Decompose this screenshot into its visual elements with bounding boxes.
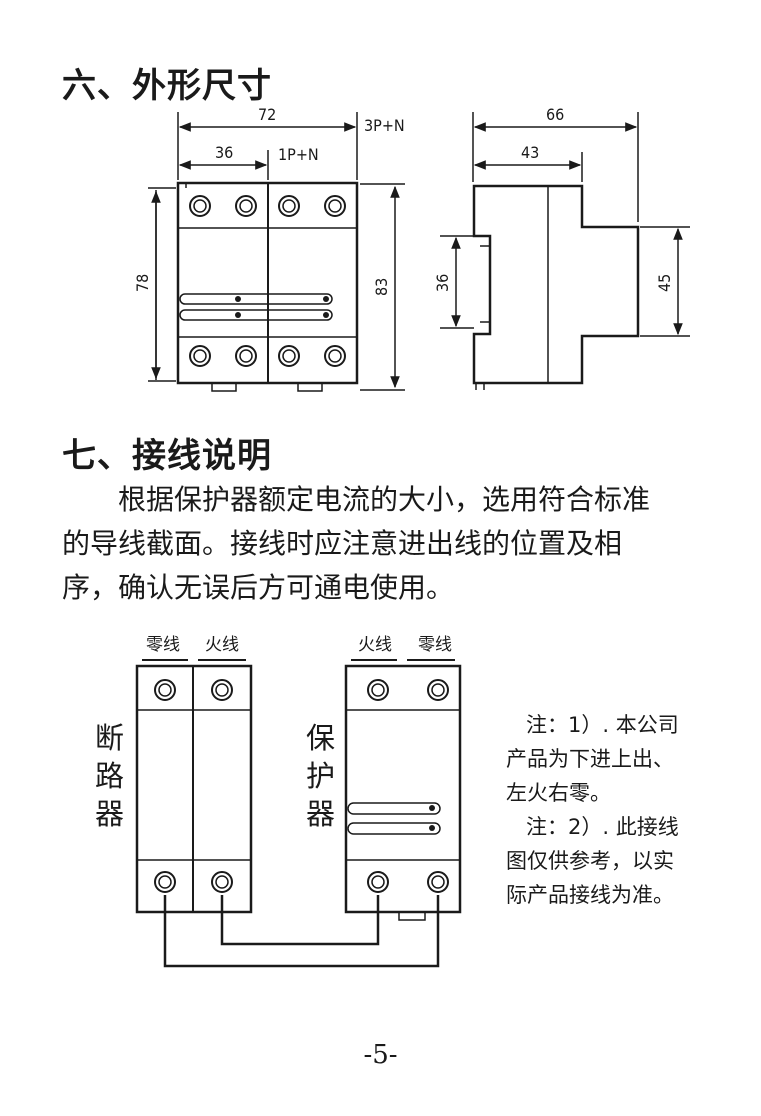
- dim-66: 66: [546, 105, 564, 124]
- label-1p-n: 1P+N: [278, 145, 319, 164]
- breaker-live-label: 火线: [205, 635, 239, 655]
- dim-83: 83: [372, 278, 391, 296]
- note-line-6: 际产品接线为准。: [506, 883, 674, 907]
- dim-72: 72: [258, 105, 276, 124]
- breaker-name-3: 器: [95, 797, 124, 831]
- section-6-heading: 六、外形尺寸: [62, 66, 272, 106]
- para-line-3: 序，确认无误后方可通电使用。: [62, 571, 455, 604]
- label-3p-n: 3P+N: [364, 116, 405, 135]
- wiring-instructions: 根据保护器额定电流的大小，选用符合标准 的导线截面。接线时应注意进出线的位置及相…: [62, 478, 702, 610]
- side-view-drawing: [440, 112, 690, 390]
- note-line-2: 产品为下进上出、: [506, 747, 674, 771]
- protector-live-label: 火线: [358, 635, 392, 655]
- protector-name-1: 保: [306, 721, 335, 755]
- note-line-3: 左火右零。: [506, 781, 611, 805]
- breaker-neutral-label: 零线: [146, 635, 180, 655]
- note-line-5: 图仅供参考，以实: [506, 849, 674, 873]
- dim-43: 43: [521, 143, 539, 162]
- front-view-drawing: [148, 112, 405, 392]
- note-line-1: 注：1）. 本公司: [526, 713, 679, 737]
- breaker-name-2: 路: [95, 759, 124, 793]
- dim-36-side: 36: [433, 274, 452, 292]
- dim-45: 45: [655, 274, 674, 292]
- page-number: -5-: [363, 1040, 398, 1070]
- dim-78: 78: [133, 274, 152, 292]
- section-7-heading: 七、接线说明: [62, 436, 272, 476]
- wiring-notes: 注：1）. 本公司 产品为下进上出、 左火右零。 注：2）. 此接线 图仅供参考…: [506, 708, 716, 912]
- wiring-diagram: [135, 659, 462, 968]
- protector-name-3: 器: [306, 797, 335, 831]
- dim-36-top: 36: [215, 143, 233, 162]
- wiring-terminals: [154, 679, 449, 893]
- protector-name-2: 护: [306, 759, 335, 793]
- para-line-1: 根据保护器额定电流的大小，选用符合标准: [118, 483, 651, 516]
- protector-neutral-label: 零线: [418, 635, 452, 655]
- note-line-4: 注：2）. 此接线: [526, 815, 679, 839]
- para-line-2: 的导线截面。接线时应注意进出线的位置及相: [62, 527, 623, 560]
- front-view-terminals: [189, 195, 346, 367]
- breaker-name-1: 断: [95, 721, 124, 755]
